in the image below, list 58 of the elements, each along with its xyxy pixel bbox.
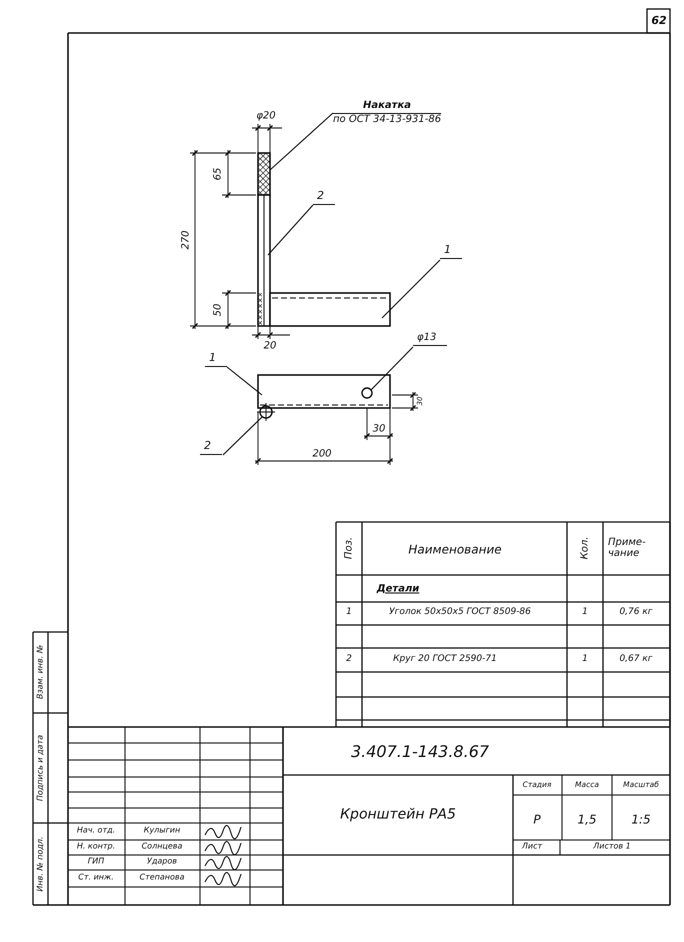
part-name: Круг 20 ГОСТ 2590-71 — [393, 655, 497, 665]
part-name: Уголок 50x50x5 ГОСТ 8509-86 — [389, 608, 531, 618]
hole — [361, 387, 373, 399]
angle-plan-drawing — [257, 374, 391, 409]
position-number: 2 — [346, 655, 352, 665]
column-header: Наименование — [408, 543, 502, 557]
note-text: по ОСТ 34-13-931-86 — [333, 114, 442, 125]
dimension-value: 200 — [312, 448, 332, 460]
leader-line — [270, 112, 334, 170]
scale-value: 1:5 — [631, 813, 651, 827]
dimension-value: 65 — [212, 168, 224, 180]
role-label: Н. контр. — [76, 842, 116, 852]
dimension-value: 20 — [264, 340, 276, 352]
role-label: Нач. отд. — [76, 826, 116, 836]
position-number: 1 — [346, 608, 352, 618]
column-header: Поз. — [344, 536, 354, 560]
signer-name: Степанова — [139, 874, 185, 882]
sheet-label: Лист — [522, 842, 542, 852]
note-text: 0,76 кг — [619, 608, 653, 618]
sheet-count: Листов 1 — [593, 842, 631, 852]
note-heading: Накатка — [333, 100, 442, 114]
column-header: Приме- чание — [608, 537, 647, 559]
drawing-title: Кронштейн РА5 — [340, 807, 456, 823]
note-text: 0,67 кг — [619, 655, 653, 665]
document-code: 3.407.1-143.8.67 — [350, 743, 490, 761]
section-heading: Детали — [376, 584, 420, 594]
stamp-label: Инв. № подл. — [36, 836, 46, 892]
role-label: ГИП — [88, 858, 104, 866]
leader-line — [226, 366, 262, 396]
mass-value: 1,5 — [577, 813, 597, 827]
round-bar-drawing — [257, 194, 271, 327]
quantity: 1 — [582, 655, 588, 665]
dimension-value: φ20 — [256, 110, 276, 122]
stamp-label: Подпись и дата — [36, 734, 46, 802]
signer-name: Кулыгин — [144, 826, 180, 836]
leader-line — [370, 346, 414, 390]
leader-line — [268, 204, 314, 256]
column-header: Кол. — [580, 536, 590, 560]
callout-label: φ13 — [413, 332, 447, 346]
signer-name: Ударов — [147, 858, 177, 866]
page-number: 62 — [651, 14, 667, 28]
callout-number: 1 — [205, 352, 227, 367]
rod-section — [256, 402, 276, 422]
callout-number: 2 — [313, 190, 335, 205]
dimension-value: 270 — [180, 230, 192, 250]
callout-number: 1 — [440, 244, 462, 259]
stage-value: Р — [533, 813, 541, 827]
signer-name: Солнцева — [142, 842, 182, 852]
quantity: 1 — [582, 608, 588, 618]
dimension-value: 30 — [372, 424, 386, 434]
role-label: Ст. инж. — [78, 874, 114, 882]
leader-line — [382, 260, 440, 318]
dimension-value: 50 — [212, 304, 224, 316]
callout-number: 2 — [200, 440, 222, 455]
stamp-label: Взам. инв. № — [36, 644, 46, 700]
angle-drawing — [269, 292, 391, 327]
leader-line — [222, 416, 262, 456]
knurled-section — [257, 152, 271, 196]
